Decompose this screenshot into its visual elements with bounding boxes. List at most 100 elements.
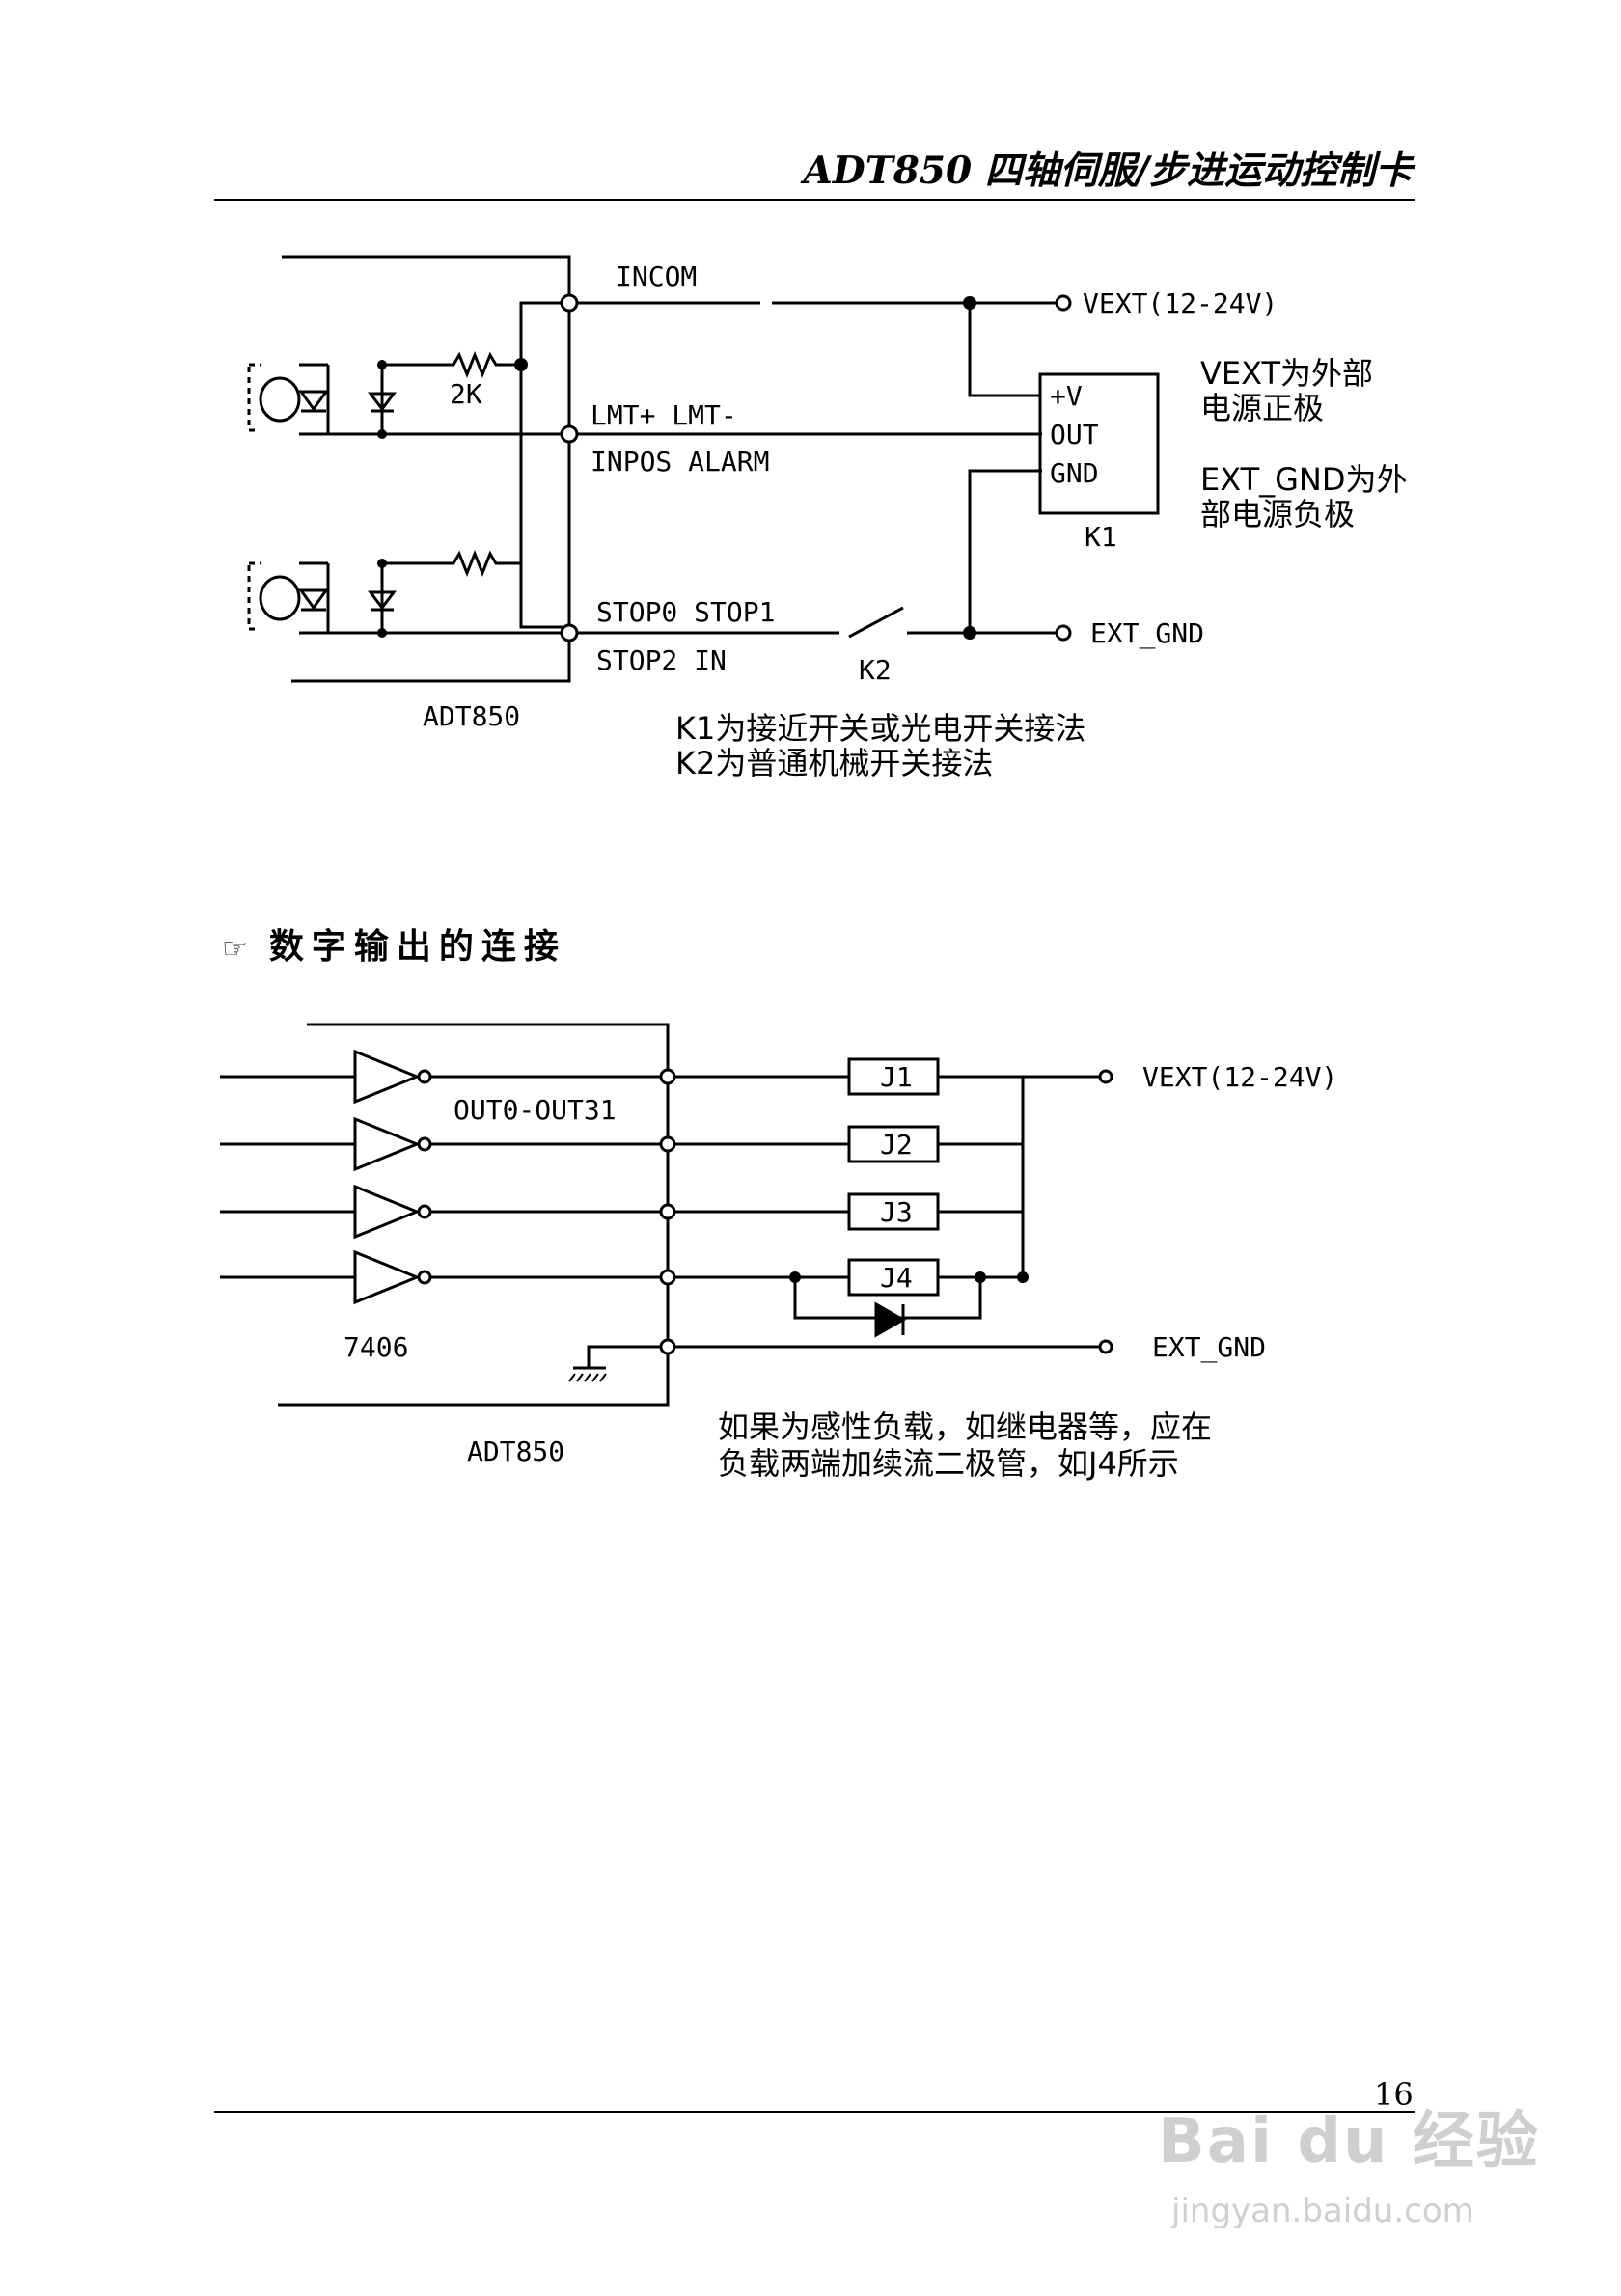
note-gnd-line2: 部电源负极 bbox=[1200, 496, 1355, 533]
ground-hatch bbox=[568, 1373, 607, 1382]
label-j2: J2 bbox=[880, 1129, 913, 1161]
note-output-line2: 负载两端加续流二极管，如J4所示 bbox=[718, 1445, 1179, 1482]
node-lmt bbox=[560, 424, 579, 444]
label-ext-gnd: EXT_GND bbox=[1090, 617, 1204, 650]
led-top bbox=[298, 390, 329, 413]
terminal-ext-gnd bbox=[1055, 624, 1072, 642]
inverter-7406 bbox=[353, 1049, 421, 1305]
bubble-1 bbox=[417, 1069, 432, 1084]
load-j2 bbox=[847, 1125, 940, 1163]
node-stop bbox=[560, 623, 579, 642]
junction-bottom bbox=[377, 559, 387, 568]
pointing-hand-icon: ☞ bbox=[222, 932, 248, 966]
load-output-wires bbox=[938, 1075, 1106, 1279]
node-out-2 bbox=[659, 1135, 676, 1153]
bubble-3 bbox=[417, 1204, 432, 1219]
label-j1: J1 bbox=[880, 1061, 913, 1093]
node-out-4 bbox=[659, 1269, 676, 1286]
gate-output-wires bbox=[430, 1075, 668, 1279]
footer-rule bbox=[214, 2111, 1415, 2113]
flyback-diode bbox=[874, 1301, 907, 1338]
output-wiring-diagram: OUT0-OUT31 VEXT(12-24V) J1 J2 J3 J4 7406… bbox=[220, 1023, 1337, 1482]
input-wiring-diagram: INCOM VEXT(12-24V) 2K LMT+ LMT- INPOS AL… bbox=[247, 255, 1408, 781]
junction-bottom-2 bbox=[377, 628, 387, 638]
junction-bus bbox=[1017, 1271, 1029, 1283]
label-out: OUT bbox=[1050, 419, 1099, 451]
label-board: ADT850 bbox=[423, 700, 520, 732]
note-output-line1: 如果为感性负载，如继电器等，应在 bbox=[718, 1408, 1212, 1445]
label-k2: K2 bbox=[859, 654, 892, 686]
junction-resistor bbox=[514, 358, 528, 371]
node-gnd bbox=[659, 1338, 676, 1355]
bubble-2 bbox=[417, 1136, 432, 1152]
label-j4: J4 bbox=[880, 1262, 913, 1294]
section-title: 数字输出的连接 bbox=[268, 926, 566, 967]
phototransistor-top bbox=[259, 376, 301, 423]
load-j1 bbox=[847, 1057, 940, 1096]
watermark-url: jingyan.baidu.com bbox=[1171, 2192, 1474, 2230]
bubble-4 bbox=[417, 1270, 432, 1285]
junction-top bbox=[377, 360, 387, 369]
label-7406: 7406 bbox=[343, 1331, 408, 1363]
opto-frame-top bbox=[247, 363, 261, 432]
diode-bottom bbox=[368, 590, 397, 612]
note-k1: K1为接近开关或光电开关接法 bbox=[675, 710, 1085, 747]
label-stop1: STOP0 STOP1 bbox=[596, 596, 775, 628]
note-vext-line2: 电源正极 bbox=[1200, 390, 1324, 426]
node-incom bbox=[560, 293, 579, 313]
baidu-watermark: Bai du 经验 jingyan.baidu.com bbox=[1139, 2074, 1544, 2267]
opto-returns bbox=[328, 432, 569, 635]
watermark-brand: Bai du 经验 bbox=[1158, 2106, 1540, 2177]
label-board-2: ADT850 bbox=[467, 1435, 564, 1467]
junction-gnd bbox=[963, 626, 976, 640]
label-plus-v: +V bbox=[1050, 380, 1083, 412]
load-j3 bbox=[847, 1192, 940, 1231]
gate-input-wires bbox=[220, 1075, 355, 1279]
label-vext: VEXT(12-24V) bbox=[1083, 287, 1278, 319]
note-gnd-line1: EXT_GND为外 bbox=[1200, 461, 1408, 498]
k1-box bbox=[1038, 372, 1160, 515]
led-bottom bbox=[298, 588, 329, 612]
terminal-ext-gnd-2 bbox=[1098, 1339, 1113, 1354]
adt850-board-outline bbox=[282, 255, 571, 683]
label-vext-2: VEXT(12-24V) bbox=[1142, 1061, 1337, 1093]
junction-j4-left bbox=[789, 1271, 801, 1283]
section-heading: ☞ 数字输出的连接 bbox=[222, 918, 566, 969]
inner-bus bbox=[519, 301, 569, 629]
label-k1: K1 bbox=[1085, 521, 1117, 553]
label-j3: J3 bbox=[880, 1196, 913, 1228]
opto-leads bbox=[326, 365, 384, 633]
note-vext-line1: VEXT为外部 bbox=[1200, 355, 1373, 392]
diode-top bbox=[368, 392, 397, 413]
junction-top-2 bbox=[377, 429, 387, 439]
label-lmt: LMT+ LMT- bbox=[591, 399, 737, 431]
label-ext-gnd-2: EXT_GND bbox=[1152, 1331, 1266, 1364]
note-k2: K2为普通机械开关接法 bbox=[675, 745, 993, 781]
label-gnd: GND bbox=[1050, 457, 1099, 489]
phototransistor-bottom bbox=[259, 575, 301, 621]
label-inpos: INPOS ALARM bbox=[591, 446, 769, 478]
header-title: ADT850 四轴伺服/步进运动控制卡 bbox=[803, 149, 1413, 193]
junction-vext bbox=[963, 296, 976, 310]
ground-symbol bbox=[573, 1345, 668, 1370]
label-stop2: STOP2 IN bbox=[596, 644, 727, 676]
node-out-3 bbox=[659, 1203, 676, 1220]
junction-j4-right bbox=[975, 1271, 986, 1283]
terminal-vext-2 bbox=[1098, 1069, 1113, 1084]
page-number: 16 bbox=[1374, 2076, 1414, 2113]
resistor-2k bbox=[382, 350, 521, 379]
node-out-1 bbox=[659, 1068, 676, 1085]
opto-frame-bottom bbox=[247, 561, 261, 631]
load-j4 bbox=[847, 1258, 940, 1297]
terminal-vext bbox=[1055, 294, 1072, 312]
opto-leads-outer bbox=[299, 363, 328, 635]
load-input-wires bbox=[668, 1075, 849, 1279]
k1-wiring bbox=[968, 303, 1042, 633]
resistor-lower bbox=[382, 549, 521, 578]
label-outs: OUT0-OUT31 bbox=[453, 1094, 617, 1126]
header-rule bbox=[214, 199, 1415, 201]
stop-wire bbox=[569, 606, 1056, 639]
label-2k: 2K bbox=[450, 378, 482, 410]
label-incom: INCOM bbox=[616, 260, 697, 292]
